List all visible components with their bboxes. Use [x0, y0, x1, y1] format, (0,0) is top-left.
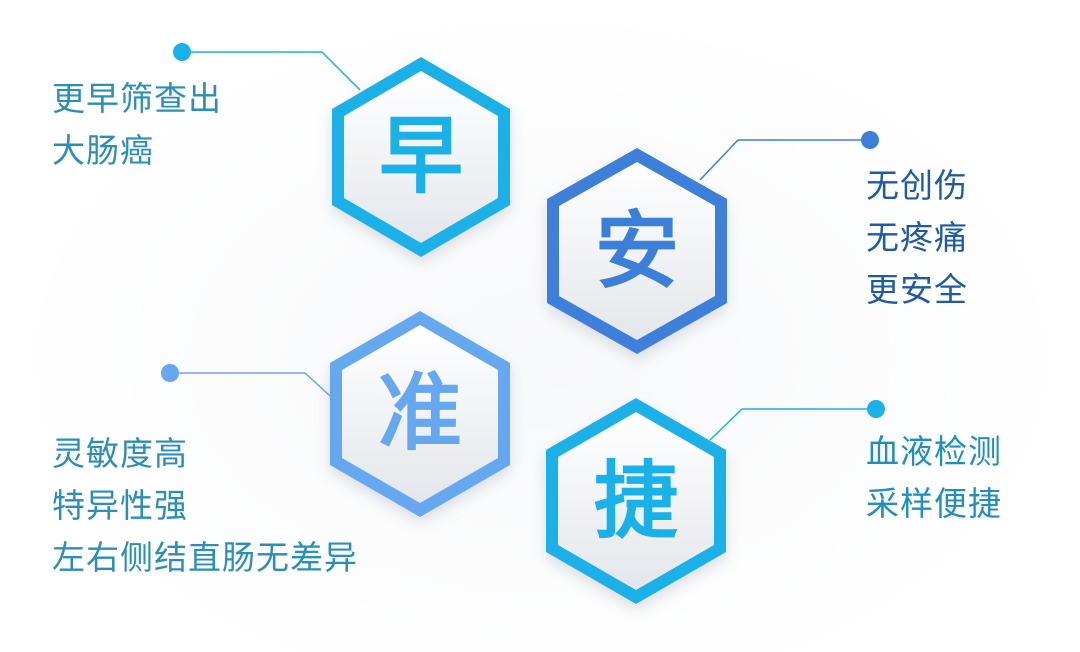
- caption-safe: 无创伤 无疼痛 更安全: [866, 160, 968, 316]
- caption-line: 采样便捷: [866, 484, 1002, 523]
- connector-convenient: [709, 400, 885, 441]
- caption-line: 灵敏度高: [52, 434, 188, 473]
- caption-accurate: 灵敏度高 特异性强 左右侧结直肠无差异: [52, 428, 358, 584]
- caption-line: 特异性强: [52, 486, 188, 525]
- hexagon-convenient: [546, 398, 726, 604]
- caption-line: 大肠癌: [52, 131, 154, 170]
- hexagon-char-safe: 安: [595, 202, 679, 300]
- caption-early: 更早筛查出 大肠癌: [52, 73, 222, 177]
- caption-line: 更早筛查出: [52, 79, 222, 118]
- connector-safe: [699, 131, 879, 181]
- hexagon-char-convenient: 捷: [594, 452, 678, 550]
- caption-convenient: 血液检测 采样便捷: [866, 426, 1002, 530]
- hexagon-char-early: 早: [379, 107, 463, 205]
- connector-dot-safe: [861, 131, 879, 149]
- connector-early: [173, 43, 361, 91]
- connector-accurate: [161, 364, 341, 406]
- connector-dot-early: [173, 43, 191, 61]
- connector-dot-accurate: [161, 364, 179, 382]
- caption-line: 左右侧结直肠无差异: [52, 538, 358, 577]
- caption-line: 无创伤: [866, 166, 968, 205]
- hexagon-char-accurate: 准: [378, 364, 462, 462]
- caption-line: 无疼痛: [866, 218, 968, 257]
- caption-line: 更安全: [866, 270, 968, 309]
- hexagon-safe: [547, 148, 727, 354]
- hexagon-early: [332, 57, 510, 257]
- caption-line: 血液检测: [866, 432, 1002, 471]
- connector-dot-convenient: [867, 400, 885, 418]
- hexagon-accurate: [330, 311, 510, 517]
